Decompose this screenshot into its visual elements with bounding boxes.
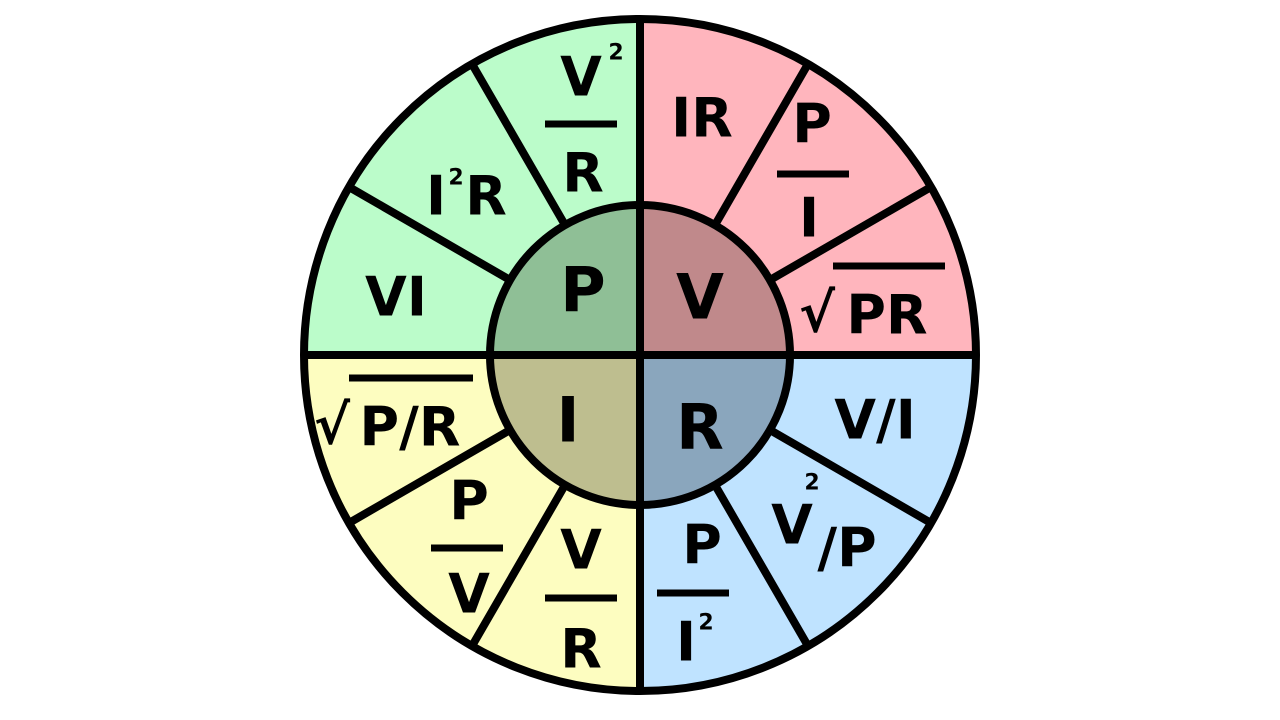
fraction-denominator: I (676, 611, 696, 674)
sector-divider (468, 61, 569, 228)
formula-v-squared-over-r: V 2 R (545, 41, 624, 205)
radicand: P/R (360, 396, 461, 459)
fraction-numerator: P (449, 470, 489, 533)
center-voltage-label: V (676, 261, 724, 334)
sector-divider (468, 482, 569, 649)
formula-rest: /P (817, 517, 876, 580)
voltage-center-quadrant (640, 205, 790, 355)
formula-v-squared-over-p: V 2 /P (771, 471, 877, 580)
fraction-numerator: P (682, 514, 722, 577)
formula-i-squared-r: I 2 R (426, 165, 507, 228)
fraction-numerator: P (792, 93, 832, 156)
exponent: 2 (804, 471, 819, 496)
fraction-denominator: R (560, 618, 602, 681)
formula-p-over-v: P V (431, 470, 503, 626)
fraction-denominator: R (562, 142, 604, 205)
current-center-quadrant (490, 355, 640, 505)
sector-dividers (346, 61, 934, 649)
formula-sqrt-p-over-r: √ P/R (314, 374, 473, 459)
formula-sqrt-pr: √ PR (799, 262, 945, 347)
sector-divider (767, 426, 934, 527)
center-power-label: P (560, 254, 605, 327)
formula-rest: R (465, 165, 507, 228)
resistance-center-quadrant (640, 355, 790, 505)
sector-divider (767, 183, 934, 284)
exponent: 2 (698, 611, 713, 636)
outer-ring (300, 15, 980, 695)
formula-vi: VI (365, 266, 427, 329)
fraction-denominator: I (799, 187, 819, 250)
formula-ir: IR (671, 87, 733, 150)
formula-base: V (771, 494, 813, 557)
formula-p-over-i-squared: P I 2 (657, 514, 729, 674)
center-resistance-label: R (676, 391, 724, 464)
sector-divider (711, 482, 812, 649)
sector-divider (346, 183, 513, 284)
formula-base: I (426, 165, 446, 228)
exponent: 2 (608, 41, 623, 66)
fraction-denominator: V (448, 563, 490, 626)
formula-v-over-r: V R (545, 519, 617, 681)
formula-v-over-i: V/I (834, 389, 916, 452)
exponent: 2 (448, 166, 463, 191)
formula-p-over-i: P I (777, 93, 849, 250)
radicand: PR (846, 284, 927, 347)
sector-divider (346, 426, 513, 527)
sector-divider (711, 61, 812, 228)
radical-sign: √ (314, 394, 351, 457)
inner-ring (486, 201, 794, 509)
power-center-quadrant (490, 205, 640, 355)
radical-sign: √ (799, 282, 836, 345)
center-current-label: I (556, 384, 579, 457)
fraction-numerator: V (560, 519, 602, 582)
fraction-numerator: V (560, 46, 602, 109)
